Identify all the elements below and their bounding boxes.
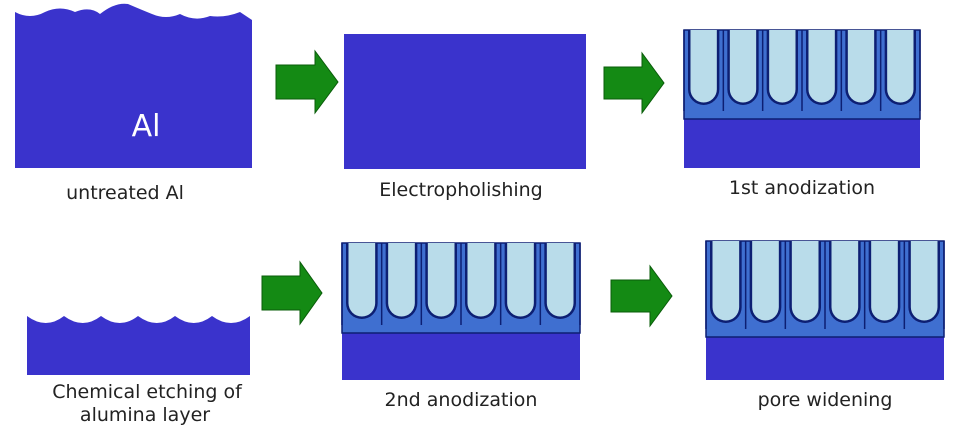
rough-aluminum-block — [15, 3, 252, 169]
pore — [690, 30, 717, 103]
caption-second-anodization: 2nd anodization — [385, 389, 538, 411]
pore — [712, 241, 740, 321]
al-label: Al — [132, 109, 161, 144]
pore — [831, 241, 859, 321]
pore — [808, 30, 835, 103]
pore — [348, 243, 376, 317]
step-pore-widening: pore widening — [705, 240, 945, 411]
caption-pore-widening: pore widening — [758, 389, 893, 411]
pore — [388, 243, 415, 317]
polished-aluminum-block — [344, 34, 586, 169]
caption-untreated-al: untreated Al — [66, 182, 184, 204]
step-first-anodization: 1st anodization — [683, 29, 921, 199]
pore — [507, 243, 534, 317]
pore-group — [341, 243, 581, 325]
caption-first-anodization: 1st anodization — [729, 177, 875, 199]
pore — [729, 30, 757, 103]
pore — [769, 30, 796, 103]
step-second-anodization: 2nd anodization — [341, 242, 581, 411]
etched-aluminum-block — [27, 316, 250, 375]
pore — [847, 30, 875, 103]
step-arrow-1 — [275, 49, 339, 115]
pore — [910, 241, 938, 321]
caption-chemical-etching-line2: alumina layer — [80, 404, 210, 426]
pore — [871, 241, 898, 321]
pore-group — [683, 30, 921, 111]
pore — [546, 243, 574, 317]
pore-group — [705, 241, 945, 329]
pore — [791, 241, 819, 321]
pore — [752, 241, 779, 321]
step-arrow-2 — [603, 51, 665, 115]
step-arrow-4 — [610, 264, 673, 328]
caption-chemical-etching-line1: Chemical etching of — [52, 381, 243, 403]
pore — [427, 243, 455, 317]
step-arrow-3 — [261, 260, 323, 326]
pore — [467, 243, 495, 317]
caption-electropolishing: Electropholishing — [379, 179, 543, 201]
step-untreated-al: Al untreated Al — [15, 3, 252, 204]
step-electropolishing: Electropholishing — [344, 34, 586, 201]
pore — [887, 30, 914, 103]
step-chemical-etching: Chemical etching of alumina layer — [27, 316, 250, 426]
